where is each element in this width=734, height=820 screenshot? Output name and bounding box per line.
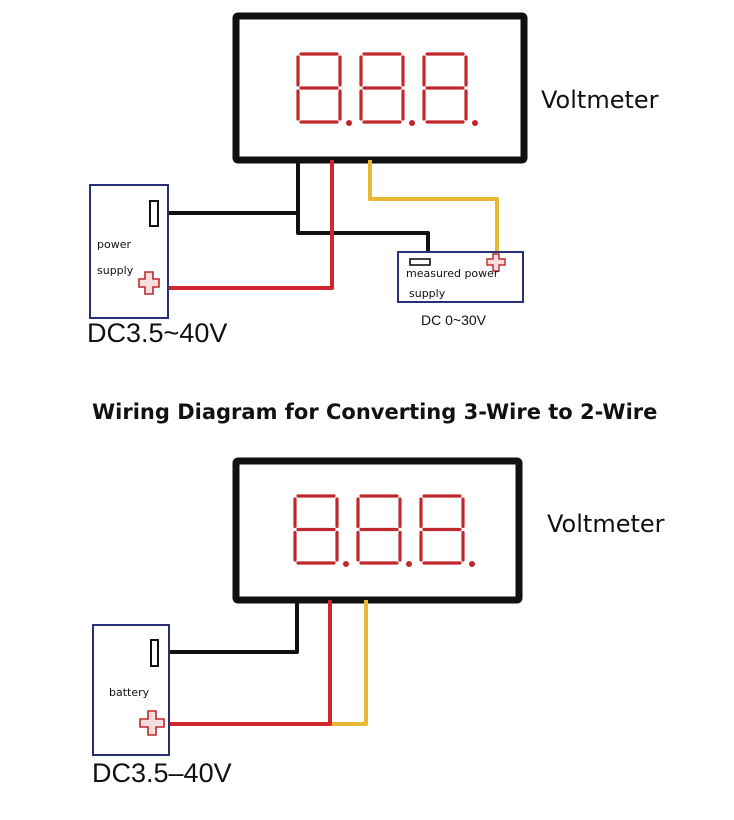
minus-terminal-icon — [149, 200, 159, 227]
plus-terminal-icon — [139, 710, 165, 736]
decimal-point — [409, 120, 415, 126]
decimal-point — [346, 120, 352, 126]
power-supply-label-line1: power — [97, 238, 131, 251]
battery-voltage: DC3.5–40V — [92, 758, 232, 788]
bottom-wire-black — [168, 600, 299, 654]
minus-terminal-icon — [150, 639, 159, 667]
decimal-point — [472, 120, 478, 126]
bottom-wire-yellow — [330, 600, 368, 726]
bottom-voltmeter-label: Voltmeter — [547, 510, 665, 538]
bottom-wires — [168, 600, 368, 726]
top-power-supply — [89, 184, 169, 319]
diagram-title: Wiring Diagram for Converting 3-Wire to … — [92, 400, 658, 424]
top-wire-yellow — [368, 160, 499, 254]
minus-terminal-icon — [409, 258, 431, 266]
decimal-point — [343, 561, 349, 567]
plus-terminal-icon — [486, 253, 506, 272]
measured-supply-voltage: DC 0~30V — [421, 312, 486, 328]
decimal-point — [469, 561, 475, 567]
top-wire-black-measured — [296, 160, 430, 252]
measured-supply-label-line2: supply — [409, 287, 446, 300]
bottom-battery — [92, 624, 170, 756]
measured-power-supply — [397, 251, 524, 303]
top-wire-red — [168, 160, 334, 290]
battery-label: battery — [109, 686, 150, 699]
top-voltmeter-label: Voltmeter — [541, 86, 659, 114]
top-seven-segment-display — [296, 52, 478, 126]
plus-terminal-icon — [138, 271, 160, 295]
power-supply-label-line2: supply — [97, 264, 134, 277]
bottom-voltmeter — [232, 457, 523, 604]
top-voltmeter — [232, 12, 528, 164]
bottom-seven-segment-display — [293, 494, 475, 567]
power-supply-voltage: DC3.5~40V — [87, 318, 228, 348]
measured-supply-label-line1: measured power — [406, 267, 499, 280]
top-wires — [167, 160, 499, 290]
bottom-wire-red — [168, 600, 332, 726]
decimal-point — [406, 561, 412, 567]
